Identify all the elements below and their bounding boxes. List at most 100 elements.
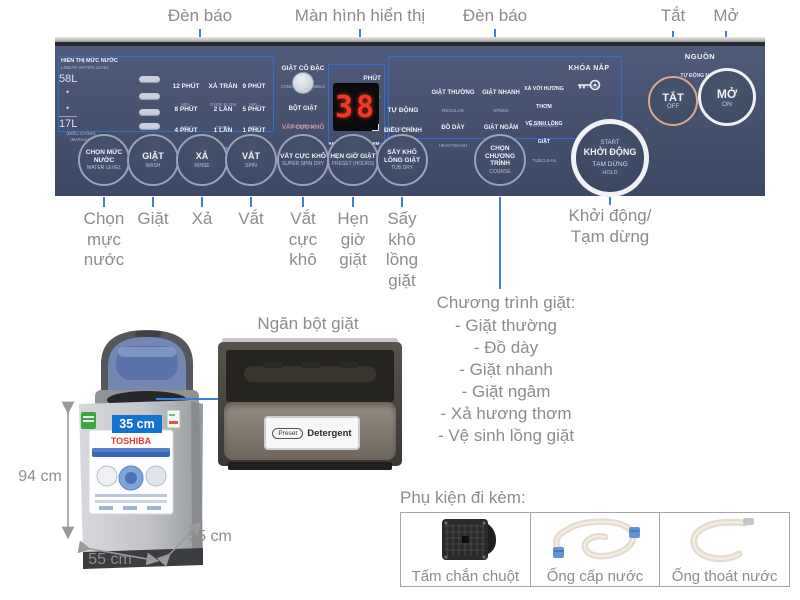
program-label: GIẶT THƯỜNG (431, 90, 475, 96)
callout-line (352, 197, 354, 207)
digital-display: 38 (333, 83, 379, 131)
button-sublabel: RINSE (194, 162, 210, 169)
button-label: CHỌN CHƯƠNG TRÌNH (484, 144, 516, 168)
power-off-button[interactable]: TẮT OFF (648, 76, 698, 126)
power-title: NGUỒN (684, 52, 716, 61)
button-sublabel: SUPER SPIN DRY (281, 161, 325, 168)
power-on-vi: MỞ (716, 86, 738, 101)
program-label: GIẶT NGÂM (483, 125, 519, 131)
callout-line (103, 197, 105, 207)
drawer-rim (222, 338, 398, 344)
water-level-dot: • (66, 87, 70, 97)
program-sublabel: REGULAR (442, 108, 464, 114)
childlock-bracket-icon (372, 124, 379, 131)
accessory-inlet-hose: Ống cấp nước (529, 512, 661, 587)
timer-value: XẢ TRÀN (208, 83, 238, 90)
callout-wash: Giặt (137, 209, 169, 228)
program-label: GIẶT NHANH (482, 90, 520, 96)
timer-value: 9 PHÚT (242, 83, 266, 90)
program-regular: GIẶT THƯỜNG REGULAR (428, 81, 478, 118)
machine-brand: TOSHIBA (111, 436, 152, 446)
callout-off: Tắt (660, 6, 686, 25)
power-on-en: ON (722, 100, 732, 108)
timer-unit: TIMES (216, 125, 230, 131)
start-title: KHỞI ĐỘNG (583, 147, 637, 158)
mode-manual-vi: ĐIỀU CHỈNH (384, 127, 422, 134)
callout-line (302, 197, 304, 207)
program-list-item: - Vệ sinh lồng giặt (437, 426, 575, 445)
timer-value: 2 LẦN (213, 106, 233, 113)
drawer-callout-line (156, 398, 232, 400)
timer-unit: OVER FLOW (209, 102, 237, 108)
drawer-shadow (228, 462, 392, 470)
button-sublabel: COURSE (489, 169, 511, 176)
callout-indicator-left: Đèn báo (167, 6, 233, 25)
callout-preset: Hẹn giờ giặt (337, 209, 369, 270)
power-on-button[interactable]: MỞ ON (698, 68, 756, 126)
callout-line (401, 197, 403, 207)
timer-value: 1 PHÚT (242, 127, 266, 134)
lid-lock-vi: KHÓA NẮP (568, 65, 610, 72)
program-sublabel: SPEED (493, 108, 509, 114)
water-level-bar (139, 109, 160, 116)
indicator-box-left (58, 56, 274, 132)
water-level-dot: • (66, 103, 70, 113)
panel-top-edge (55, 37, 765, 42)
button-label: VẮT CỰC KHÔ (280, 152, 326, 160)
start-sub1: TẠM DỪNG (592, 161, 628, 169)
start-button[interactable]: START KHỞI ĐỘNG TẠM DỪNG HOLD (571, 119, 649, 197)
program-label: ĐỒ DÀY (441, 125, 465, 131)
mode-auto-vi: TỰ ĐỘNG (387, 107, 419, 114)
program-sublabel: TUBCLEAN (531, 157, 556, 163)
accessory-label: Ống thoát nước (671, 568, 778, 585)
water-level-min: 17L (59, 116, 78, 130)
drain-hose-icon (690, 518, 754, 563)
water-level-max: 58L (59, 73, 78, 85)
callout-display: Màn hình hiển thị (294, 6, 426, 25)
water-level-bar (139, 93, 160, 100)
drawer-title: Ngăn bột giặt (257, 314, 359, 333)
button-label: XẢ (195, 151, 209, 162)
timer-value: 12 PHÚT (172, 83, 200, 90)
callout-line-course (499, 197, 501, 289)
lid-width-badge: 35 cm (112, 415, 162, 433)
drawer-preset-label: Preset (272, 427, 304, 439)
detergent-sublabel: DETERGENT (290, 124, 316, 130)
button-label: VẮT (242, 151, 260, 162)
drawer-detergent-label: Detergent (307, 427, 352, 439)
accessory-rat-guard: Tấm chắn chuột (400, 512, 531, 587)
drawer-tab (340, 362, 358, 368)
inlet-hose-icon (552, 518, 640, 560)
bubble-wash-button[interactable] (292, 72, 314, 94)
lid-lock-en: LID LOCK (578, 84, 600, 90)
drawer-tab (302, 362, 320, 368)
panel-top-shadow (55, 42, 765, 46)
callout-line (250, 197, 252, 207)
depth-dimension: 55 cm (188, 528, 232, 545)
callout-spin: Vắt (238, 209, 264, 228)
timer-value: 1 LẦN (213, 127, 233, 134)
timer-value: 4 PHÚT (174, 127, 198, 134)
power-sub1: TỰ ĐỘNG NGẮT (680, 73, 720, 80)
water-level-bar (139, 76, 160, 83)
timer-value: 8 PHÚT (174, 106, 198, 113)
lid-lock-label: KHÓA NẮP LID LOCK (558, 57, 620, 94)
program-list-item: - Giặt ngâm (461, 382, 551, 401)
button-sublabel: WASH (145, 162, 161, 169)
key-icon (578, 79, 601, 91)
callout-line (609, 197, 611, 205)
button-label: HẸN GIỜ GIẶT (330, 152, 376, 160)
